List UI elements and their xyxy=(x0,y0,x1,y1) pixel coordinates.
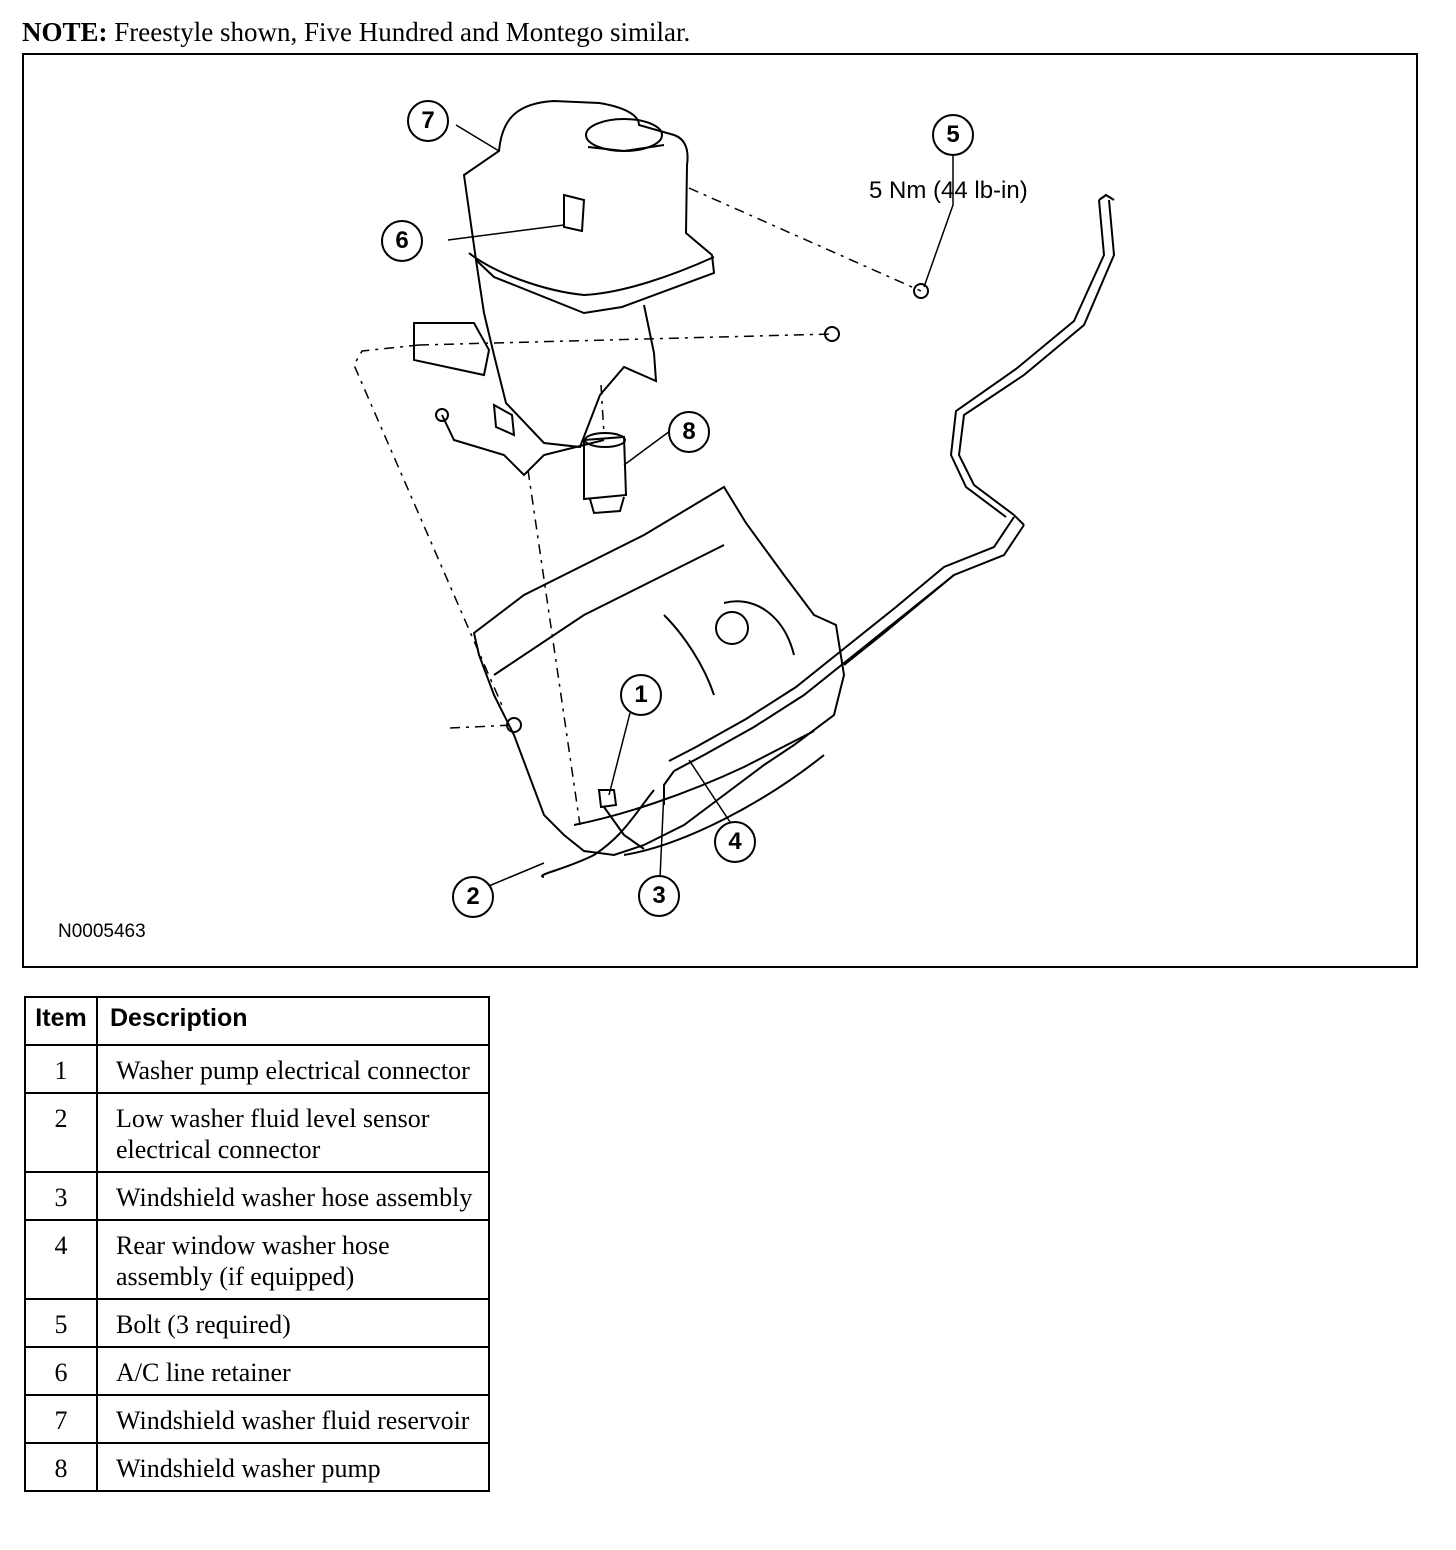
legend-header-row: Item Description xyxy=(24,996,490,1046)
washer-hoses-drawing xyxy=(541,193,1116,878)
callout-5: 5 xyxy=(932,114,974,156)
torque-spec: 5 Nm (44 lb-in) xyxy=(869,177,1028,204)
row-description: Rear window washer hose assembly (if equ… xyxy=(96,1219,490,1300)
row-item: 3 xyxy=(24,1171,98,1221)
washer-reservoir-drawing xyxy=(413,99,716,449)
harness-drawing xyxy=(435,408,645,850)
row-description: Windshield washer fluid reservoir xyxy=(96,1394,490,1444)
row-description: Windshield washer pump xyxy=(96,1442,490,1492)
fender-panel-drawing xyxy=(472,485,846,857)
row-item: 8 xyxy=(24,1442,98,1492)
figure-id: N0005463 xyxy=(58,921,146,942)
exploded-view-figure: 7 5 6 8 1 4 3 2 5 Nm (44 lb-in) N0005463 xyxy=(22,53,1418,968)
row-item: 7 xyxy=(24,1394,98,1444)
row-description: Bolt (3 required) xyxy=(96,1298,490,1348)
table-row: 7 Windshield washer fluid reservoir xyxy=(24,1394,490,1444)
leader-lines xyxy=(353,124,954,889)
row-description: Low washer fluid level sensor electrical… xyxy=(96,1092,490,1173)
row-item: 2 xyxy=(24,1092,98,1173)
callout-4: 4 xyxy=(714,821,756,863)
table-row: 3 Windshield washer hose assembly xyxy=(24,1171,490,1221)
callout-1: 1 xyxy=(620,674,662,716)
row-item: 1 xyxy=(24,1044,98,1094)
exploded-view-drawing xyxy=(353,99,1116,889)
callout-8: 8 xyxy=(668,411,710,453)
table-row: 2 Low washer fluid level sensor electric… xyxy=(24,1092,490,1173)
bolts-drawing xyxy=(506,283,929,733)
table-row: 1 Washer pump electrical connector xyxy=(24,1044,490,1094)
note-line: NOTE: Freestyle shown, Five Hundred and … xyxy=(22,14,690,50)
legend-header-description: Description xyxy=(96,996,490,1046)
table-row: 6 A/C line retainer xyxy=(24,1346,490,1396)
callout-3: 3 xyxy=(638,875,680,917)
row-item: 6 xyxy=(24,1346,98,1396)
table-row: 8 Windshield washer pump xyxy=(24,1442,490,1492)
note-label: NOTE: xyxy=(22,17,108,47)
table-row: 4 Rear window washer hose assembly (if e… xyxy=(24,1219,490,1300)
callout-2: 2 xyxy=(452,876,494,918)
row-item: 5 xyxy=(24,1298,98,1348)
note-text: Freestyle shown, Five Hundred and Monteg… xyxy=(114,17,691,47)
table-row: 5 Bolt (3 required) xyxy=(24,1298,490,1348)
legend-header-item: Item xyxy=(24,996,98,1046)
washer-pump-drawing xyxy=(583,432,628,515)
callout-6: 6 xyxy=(381,220,423,262)
row-description: Washer pump electrical connector xyxy=(96,1044,490,1094)
row-description: A/C line retainer xyxy=(96,1346,490,1396)
callout-7: 7 xyxy=(407,100,449,142)
row-description: Windshield washer hose assembly xyxy=(96,1171,490,1221)
legend-table: Item Description 1 Washer pump electrica… xyxy=(24,996,490,1492)
row-item: 4 xyxy=(24,1219,98,1300)
